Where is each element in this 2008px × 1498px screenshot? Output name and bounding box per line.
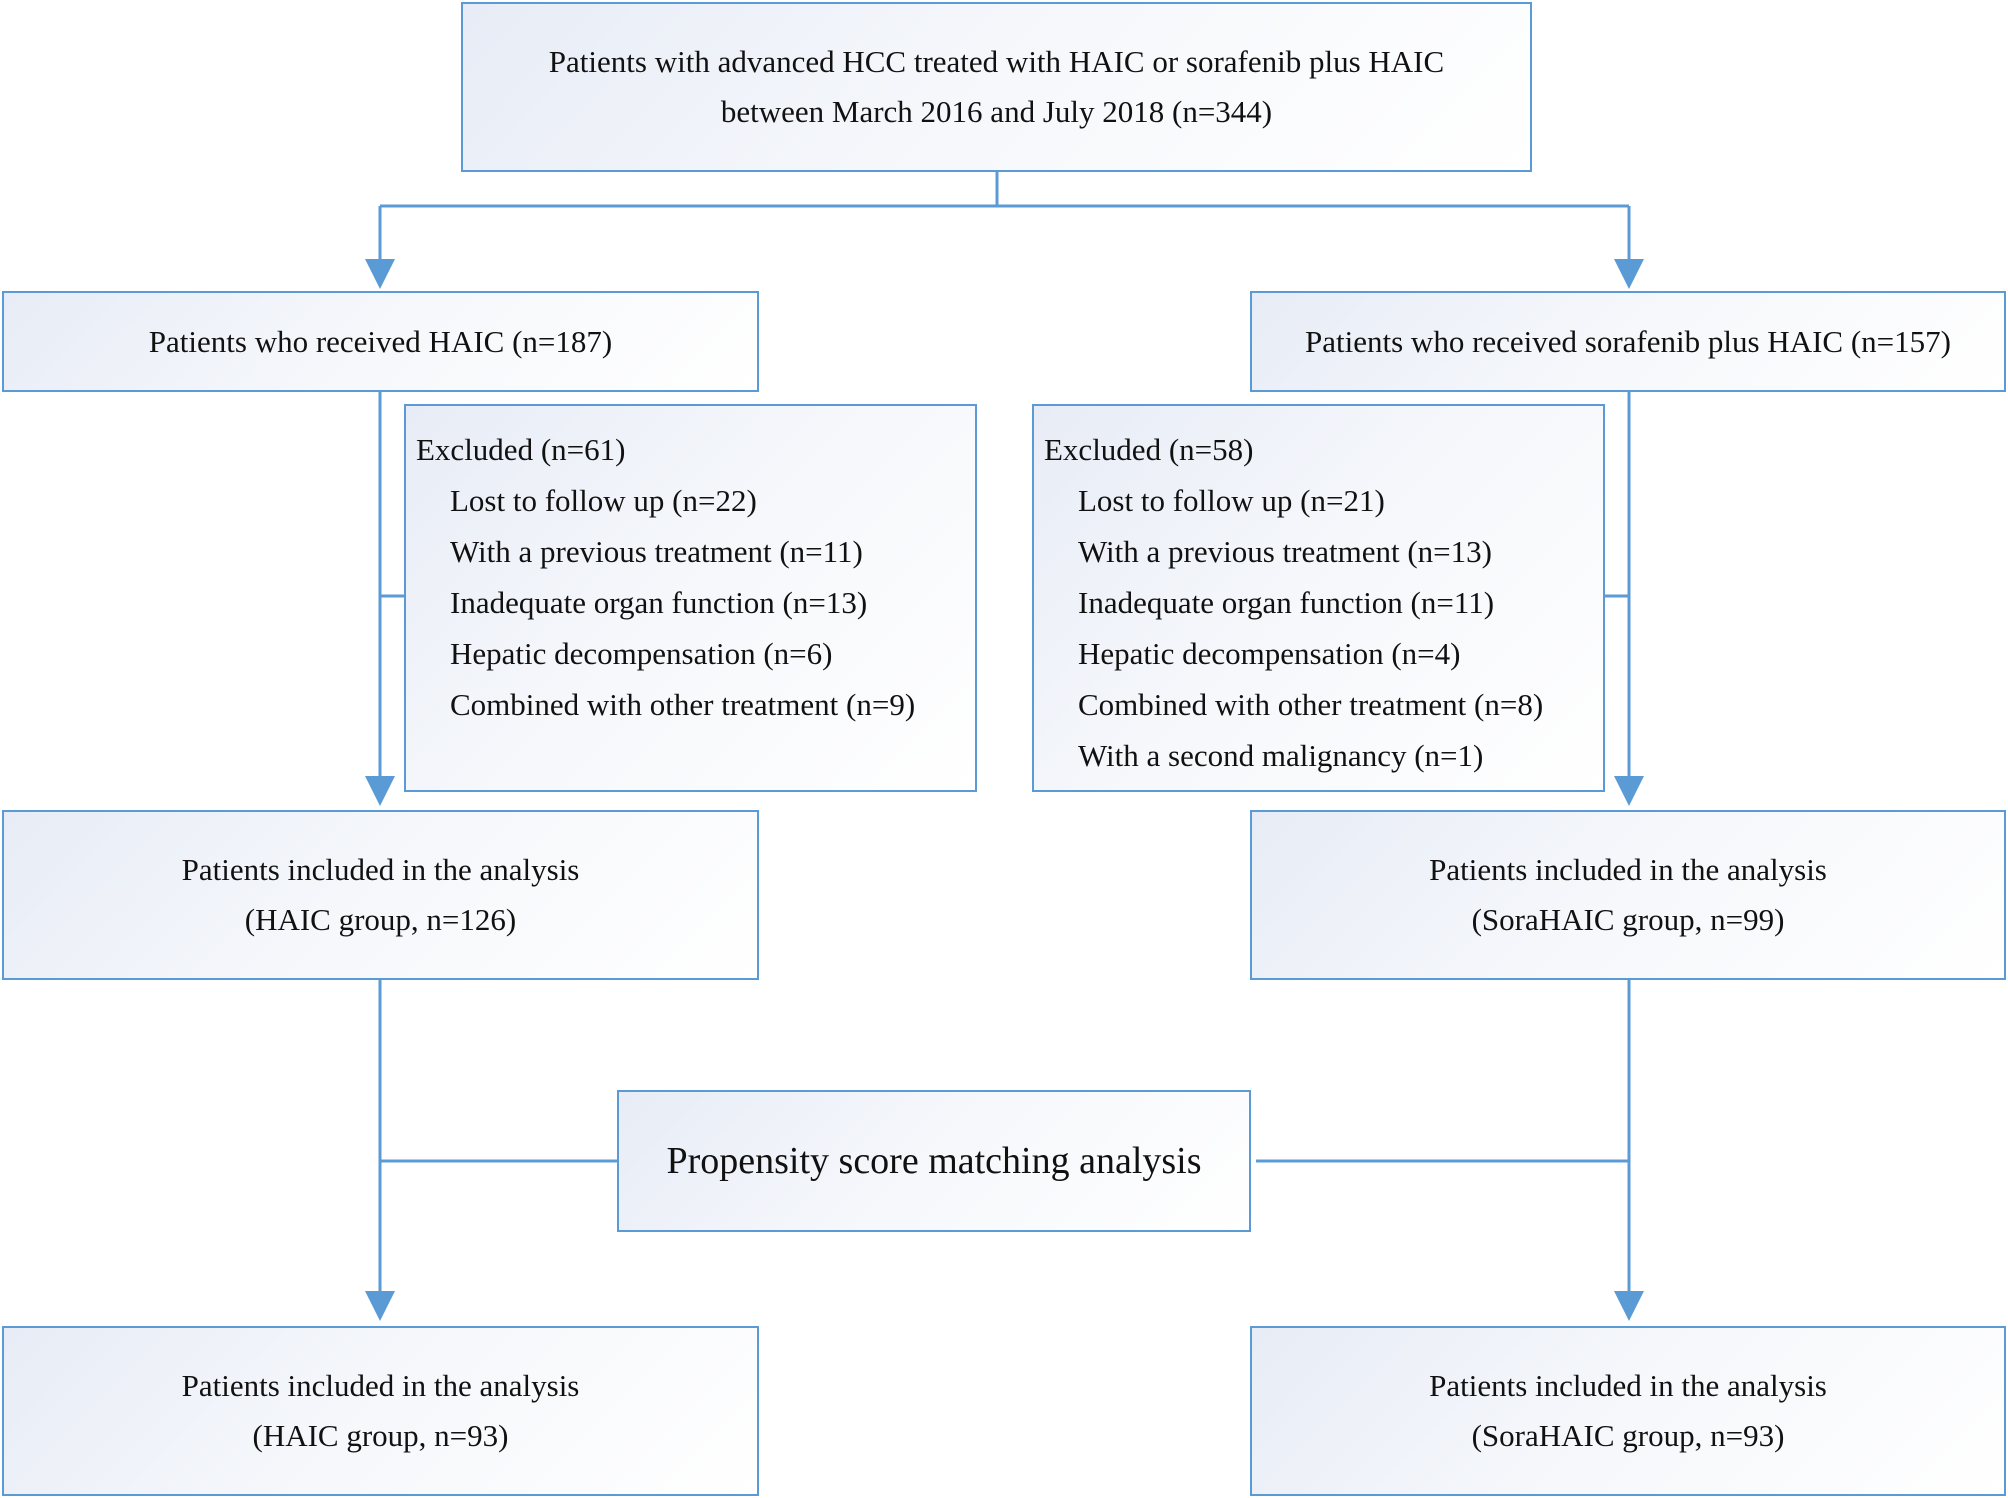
sorahaic-included-line-1: Patients included in the analysis	[1429, 852, 1827, 887]
sorahaic-excluded-item: Combined with other treatment (n=8)	[1078, 687, 1544, 722]
sorahaic-excluded-item: With a second malignancy (n=1)	[1078, 738, 1484, 773]
sorahaic-excluded-item: Inadequate organ function (n=11)	[1078, 585, 1495, 620]
enrollment-line-2: between March 2016 and July 2018 (n=344)	[720, 94, 1273, 129]
haic-excluded-title: Excluded (n=61)	[416, 432, 626, 467]
sorahaic-included-line-2: (SoraHAIC group, n=99)	[1471, 902, 1785, 937]
enrollment-line-1: Patients with advanced HCC treated with …	[548, 44, 1445, 79]
sorahaic-excluded-item: With a previous treatment (n=13)	[1078, 534, 1492, 569]
sorahaic-excluded-box: Excluded (n=58) Lost to follow up (n=21)…	[1032, 404, 1605, 792]
haic-matched-line-2: (HAIC group, n=93)	[252, 1418, 509, 1453]
haic-received-box: Patients who received HAIC (n=187)	[2, 291, 759, 392]
sorahaic-excluded-item: Hepatic decompensation (n=4)	[1078, 636, 1461, 671]
haic-excluded-item: Lost to follow up (n=22)	[450, 483, 757, 518]
sorahaic-excluded-item: Lost to follow up (n=21)	[1078, 483, 1385, 518]
sorahaic-included-box: Patients included in the analysis (SoraH…	[1250, 810, 2006, 980]
haic-matched-line-1: Patients included in the analysis	[181, 1368, 580, 1403]
haic-matched-box: Patients included in the analysis (HAIC …	[2, 1326, 759, 1496]
sorahaic-excluded-title: Excluded (n=58)	[1044, 432, 1254, 467]
haic-included-box: Patients included in the analysis (HAIC …	[2, 810, 759, 980]
haic-included-line-2: (HAIC group, n=126)	[244, 902, 517, 937]
sorahaic-received-box: Patients who received sorafenib plus HAI…	[1250, 291, 2006, 392]
haic-excluded-box: Excluded (n=61) Lost to follow up (n=22)…	[404, 404, 977, 792]
sorahaic-matched-box: Patients included in the analysis (SoraH…	[1250, 1326, 2006, 1496]
sorahaic-matched-line-2: (SoraHAIC group, n=93)	[1471, 1418, 1785, 1453]
haic-excluded-item: Hepatic decompensation (n=6)	[450, 636, 833, 671]
haic-excluded-item: With a previous treatment (n=11)	[450, 534, 863, 569]
haic-included-line-1: Patients included in the analysis	[181, 852, 580, 887]
haic-received-text: Patients who received HAIC (n=187)	[148, 323, 613, 359]
psm-label: Propensity score matching analysis	[666, 1140, 1202, 1182]
haic-excluded-item: Combined with other treatment (n=9)	[450, 687, 916, 722]
enrollment-box: Patients with advanced HCC treated with …	[461, 2, 1532, 172]
psm-box: Propensity score matching analysis	[617, 1090, 1251, 1232]
haic-excluded-item: Inadequate organ function (n=13)	[450, 585, 868, 620]
sorahaic-received-text: Patients who received sorafenib plus HAI…	[1305, 323, 1951, 359]
sorahaic-matched-line-1: Patients included in the analysis	[1429, 1368, 1827, 1403]
